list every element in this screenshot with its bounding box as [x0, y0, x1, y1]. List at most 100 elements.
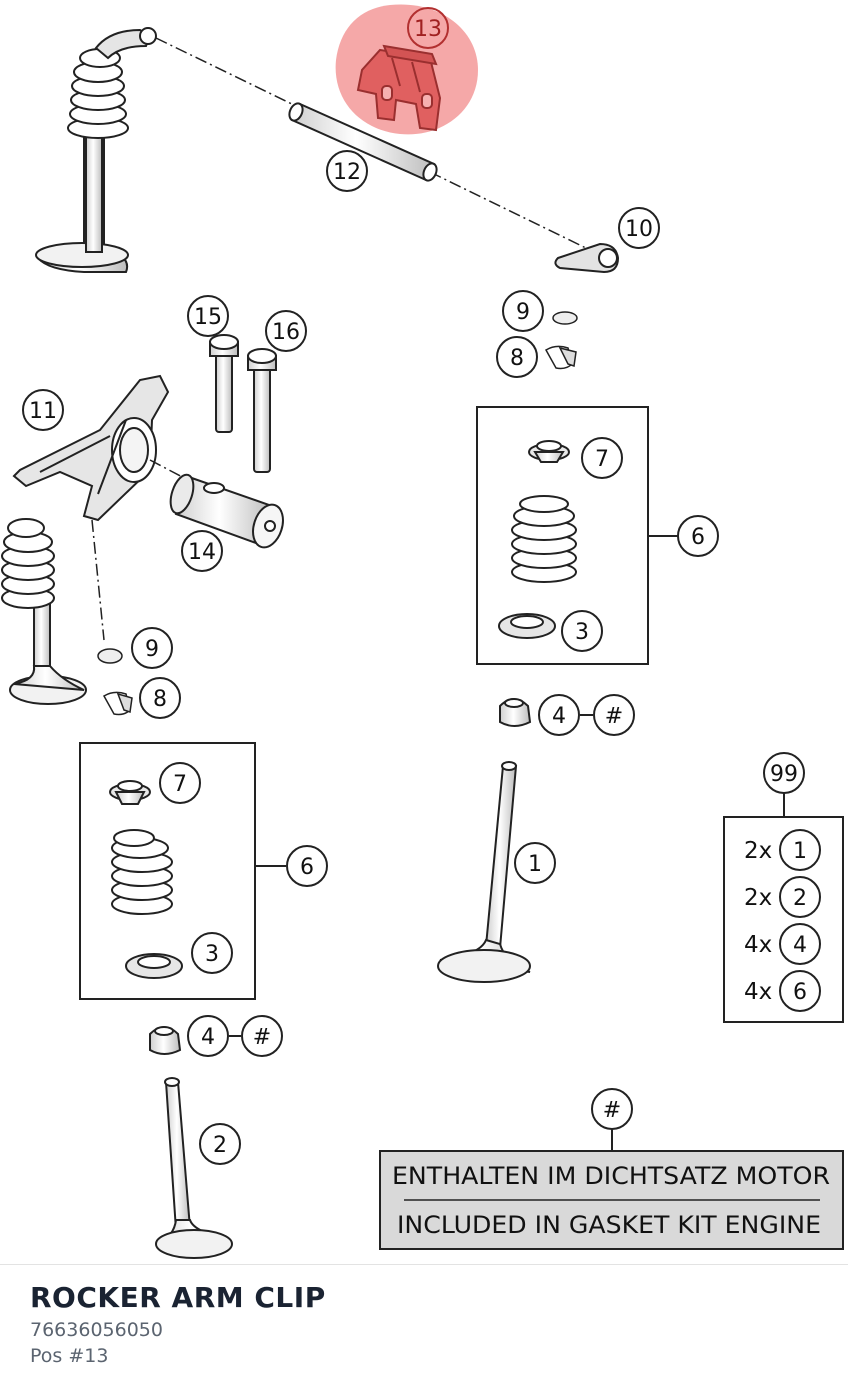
valve-keeper-right-part [544, 345, 577, 370]
callout-c4b_hash[interactable]: # [241, 1015, 283, 1057]
spring-group-box-left [79, 742, 286, 1000]
axis-line-left [91, 459, 189, 641]
intake-valve-part [155, 1077, 233, 1259]
callout-circle [187, 1015, 229, 1057]
callout-label: # [605, 704, 623, 729]
svg-text:6: 6 [793, 980, 807, 1005]
callout-circle [514, 842, 556, 884]
callout-label: 16 [272, 320, 300, 345]
callout-circle [407, 7, 449, 49]
valve-stem-seal-left-part [149, 1026, 182, 1055]
callout-label: 2 [213, 1133, 227, 1158]
callout-circle [181, 530, 223, 572]
part-13-highlight[interactable] [335, 4, 478, 135]
valve-assembly-top-left [35, 27, 157, 273]
callout-circle [591, 1088, 633, 1130]
callout-c13[interactable]: 13 [407, 7, 449, 49]
callout-c3b[interactable]: 3 [191, 932, 233, 974]
callout-circle [677, 515, 719, 557]
callout-circle [265, 310, 307, 352]
callout-circle [581, 437, 623, 479]
callout-label: 4 [552, 704, 566, 729]
callout-c11[interactable]: 11 [22, 389, 64, 431]
callout-c3a[interactable]: 3 [561, 610, 603, 652]
callout-label: 7 [595, 447, 609, 472]
callout-c4b[interactable]: 4 [187, 1015, 229, 1057]
rocker-arm-large-part [12, 374, 170, 522]
svg-text:4x: 4x [744, 979, 772, 1005]
callout-c14[interactable]: 14 [181, 530, 223, 572]
kit-row: 4x 6 [744, 970, 821, 1012]
callout-circle [618, 207, 660, 249]
rocker-arm-clip-part [356, 44, 442, 132]
exploded-parts-diagram: 2x 1 2x 2 4x 4 4x 6 ENTHALTEN IM DICHTSA… [1, 4, 844, 1259]
spring-seat-left-part [125, 953, 183, 979]
valve-stem-seal-right-part [499, 698, 532, 727]
callout-c12[interactable]: 12 [326, 150, 368, 192]
callout-c4a_hash[interactable]: # [593, 694, 635, 736]
valve-spring-right-part [511, 495, 577, 583]
rocker-shaft-part [288, 102, 438, 182]
callout-circle [241, 1015, 283, 1057]
spring-retainer-left-part [109, 780, 151, 805]
svg-text:4: 4 [793, 933, 807, 958]
callout-circle [139, 677, 181, 719]
callout-label: 15 [194, 305, 222, 330]
callout-c8b[interactable]: 8 [139, 677, 181, 719]
callout-label: # [603, 1098, 621, 1123]
callout-c10[interactable]: 10 [618, 207, 660, 249]
callout-circle [187, 295, 229, 337]
svg-text:2x: 2x [744, 838, 772, 864]
exhaust-valve-part [437, 761, 531, 983]
svg-text:2x: 2x [744, 885, 772, 911]
kit-box: 2x 1 2x 2 4x 4 4x 6 [723, 816, 844, 1023]
callout-circle [286, 845, 328, 887]
pin-16-part [247, 348, 277, 473]
kit-row: 2x 1 [744, 829, 821, 871]
spring-retainer-right-part [528, 440, 570, 463]
note-line-english: INCLUDED IN GASKET KIT ENGINE [397, 1211, 821, 1239]
valve-keeper-left-part [102, 691, 133, 716]
callout-label: 3 [205, 942, 219, 967]
callout-c2[interactable]: 2 [199, 1123, 241, 1165]
callout-circle [159, 762, 201, 804]
callout-label: 6 [691, 525, 705, 550]
callout-label: 8 [510, 346, 524, 371]
callout-circle [326, 150, 368, 192]
shaft-bushing-part [169, 473, 284, 549]
callout-c8a[interactable]: 8 [496, 336, 538, 378]
svg-text:4x: 4x [744, 932, 772, 958]
callout-label: 7 [173, 772, 187, 797]
note-line-german: ENTHALTEN IM DICHTSATZ MOTOR [392, 1162, 830, 1190]
valve-cap-left-part [97, 648, 123, 664]
callout-label: 9 [516, 300, 530, 325]
callout-c9a[interactable]: 9 [502, 290, 544, 332]
part-position: Pos #13 [30, 1345, 109, 1367]
callout-label: 4 [201, 1025, 215, 1050]
callout-circle [593, 694, 635, 736]
callout-circle [199, 1123, 241, 1165]
callout-c4a[interactable]: 4 [538, 694, 580, 736]
callout-c16[interactable]: 16 [265, 310, 307, 352]
callout-c_hash_note[interactable]: # [591, 1088, 633, 1130]
callout-label: 11 [29, 399, 57, 424]
valve-spring-left-part [111, 829, 173, 915]
callout-c6a[interactable]: 6 [677, 515, 719, 557]
callout-circle [561, 610, 603, 652]
callout-circle [538, 694, 580, 736]
callout-c1[interactable]: 1 [514, 842, 556, 884]
callout-c7a[interactable]: 7 [581, 437, 623, 479]
part-info-footer: ROCKER ARM CLIP 76636056050 Pos #13 [0, 1264, 848, 1391]
callout-c9b[interactable]: 9 [131, 627, 173, 669]
callout-label: 99 [770, 762, 798, 787]
callout-c7b[interactable]: 7 [159, 762, 201, 804]
callout-circle [22, 389, 64, 431]
callout-c6b[interactable]: 6 [286, 845, 328, 887]
callout-circle [763, 752, 805, 794]
callout-c15[interactable]: 15 [187, 295, 229, 337]
callout-label: 3 [575, 620, 589, 645]
svg-text:2: 2 [793, 886, 807, 911]
callout-c99[interactable]: 99 [763, 752, 805, 794]
callout-label: 12 [333, 160, 361, 185]
spring-group-box-right [476, 406, 678, 665]
